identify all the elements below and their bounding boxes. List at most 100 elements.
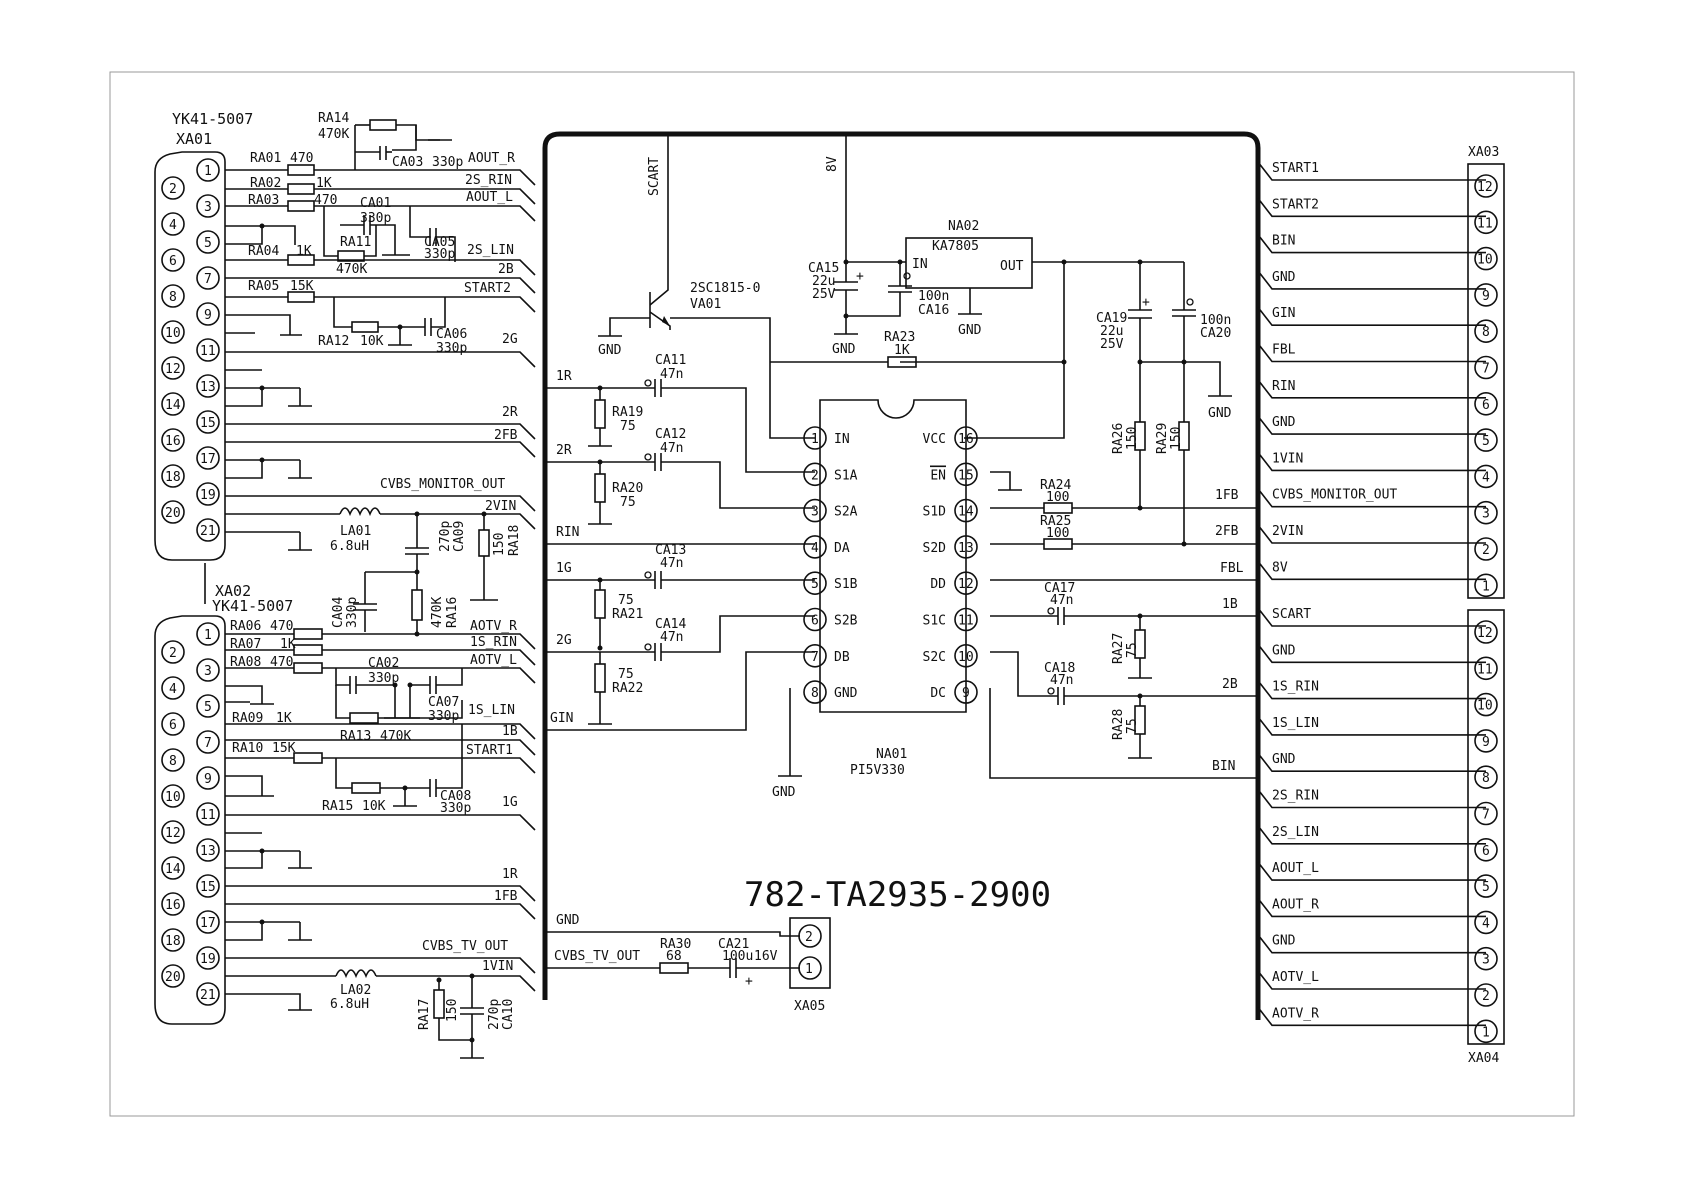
xa02-pin-18 (161, 928, 185, 952)
xa02-pin-5 (196, 694, 220, 718)
xa04-signal: AOTV_R (1272, 1006, 1319, 1021)
xa01-pin-label: 13 (200, 380, 216, 395)
resistor-ra18 (478, 529, 490, 557)
resistor-ra20 (594, 473, 606, 503)
na01-pin-name: DA (834, 541, 850, 556)
xa04-pin-label: 9 (1482, 735, 1490, 750)
na01-pin-9 (954, 680, 978, 704)
xa02-pin-label: 5 (204, 700, 212, 715)
xa01-pin-label: 15 (200, 416, 216, 431)
xa04-pin-label: 4 (1482, 916, 1490, 931)
net-2fb: 2FB (494, 428, 518, 443)
ca19-ref: CA19 (1096, 311, 1127, 326)
xa02-pin-4 (161, 676, 185, 700)
na01-pin-name: VCC (923, 432, 946, 447)
ra29-val: 150 (1169, 427, 1184, 450)
resistor-ra12 (351, 321, 379, 333)
na01-pin-name: S2A (834, 505, 858, 520)
na01-pin-number: 4 (811, 541, 819, 556)
xa02-pin-11 (196, 802, 220, 826)
ra22-ref: RA22 (612, 681, 643, 696)
xa02-pin-label: 7 (204, 736, 212, 751)
na01-pin-number: 9 (962, 686, 970, 701)
xa05-pin-2 (798, 924, 822, 948)
na01-pin-name: S2C (923, 650, 946, 665)
ra07-val: 1K (280, 637, 296, 652)
xa02-pin-label: 20 (165, 970, 181, 985)
ca05-ref: CA05 (424, 235, 455, 250)
na01-pin-16 (954, 426, 978, 450)
xa02-part: YK41-5007 (212, 597, 293, 615)
ca10-ref: CA10 (501, 999, 516, 1030)
resistor-ra22 (594, 663, 606, 693)
ra13-ref: RA13 (340, 729, 371, 744)
ca15-gnd: GND (832, 342, 856, 357)
ca05-val: 330p (424, 247, 455, 262)
net-1g: 1G (502, 795, 518, 810)
xa01-pin-9 (196, 302, 220, 326)
xa02-pin-label: 6 (169, 718, 177, 733)
xa02-pin-label: 12 (165, 826, 181, 841)
xa02-pin-15 (196, 874, 220, 898)
xa03-signal: START1 (1272, 161, 1319, 176)
ra23-ref: RA23 (884, 330, 915, 345)
xa05-pin-1-label: 1 (805, 962, 813, 977)
connector-xa04: XA04 SCART12GND111S_RIN101S_LIN9GND82S_R… (1257, 607, 1505, 1066)
xa04-pin-1 (1474, 1019, 1498, 1044)
xa05-pin-2-label: 2 (805, 930, 813, 945)
resistor-ra13 (349, 712, 379, 724)
va01-gnd: GND (598, 343, 622, 358)
xa01-pin-13 (196, 374, 220, 398)
xa03-pin-9 (1474, 283, 1498, 307)
xa02-pin-label: 16 (165, 898, 181, 913)
na01-pin-name: GND (834, 686, 858, 701)
net-mid-gin: GIN (550, 711, 573, 726)
xa03-pin-11 (1474, 210, 1498, 235)
ca04-val: 330p (345, 597, 360, 628)
xa03-pin-label: 9 (1482, 289, 1490, 304)
net-mid-2g: 2G (556, 633, 572, 648)
xa03-rows: START112START211BIN10GND9GIN8FBL7RIN6GND… (1257, 161, 1498, 598)
xa05-pin-1 (798, 956, 822, 980)
xa02-pin-7 (196, 730, 220, 754)
ra16-val: 470K (430, 597, 445, 628)
xa04-pin-label: 1 (1482, 1025, 1490, 1040)
xa02-pin-12 (161, 820, 185, 844)
net-bottom-gnd: GND (556, 913, 580, 928)
connector-xa03: XA03 START112START211BIN10GND9GIN8FBL7RI… (1257, 145, 1505, 599)
na01-pin-number: 7 (811, 650, 819, 665)
xa03-pin-label: 5 (1482, 434, 1490, 449)
na01-pin-number: 16 (958, 432, 974, 447)
xa03-signal: GND (1272, 415, 1296, 430)
xa01-pin-2 (161, 176, 185, 200)
xa03-pin-label: 2 (1482, 543, 1490, 558)
xa02-pin-21 (196, 982, 220, 1006)
xa01-pin-label: 20 (165, 506, 181, 521)
xa01-pin-4 (161, 212, 185, 236)
xa01-pin-15 (196, 410, 220, 434)
ca12-ref: CA12 (655, 427, 686, 442)
xa02-pin-label: 1 (204, 628, 212, 643)
net-mid-rin: RIN (556, 525, 579, 540)
ra19-ref: RA19 (612, 405, 643, 420)
ca16-ref: CA16 (918, 303, 949, 318)
net-1vin: 1VIN (482, 959, 513, 974)
ra27-ref: RA27 (1111, 633, 1126, 664)
ra20-val: 75 (620, 495, 636, 510)
net-out-fbl: FBL (1220, 561, 1244, 576)
ca21-val: 100u (722, 949, 753, 964)
xa02-pin-1 (196, 622, 220, 646)
xa03-pin-label: 11 (1477, 216, 1493, 231)
xa03-pin-label: 12 (1477, 180, 1493, 195)
va01-part: 2SC1815-0 (690, 281, 760, 296)
ca12-val: 47n (660, 441, 683, 456)
xa02-pin-8 (161, 748, 185, 772)
na02-pin-out: OUT (1000, 259, 1024, 274)
net-1s-rin: 1S_RIN (470, 635, 517, 650)
ca04-ref: CA04 (331, 597, 346, 628)
xa01-pin-label: 3 (204, 200, 212, 215)
xa02-circuit: RA06 470 AOTV_R RA07 1K 1S_RIN RA08 470 … (225, 619, 536, 1059)
na01-pin-14 (954, 498, 978, 523)
